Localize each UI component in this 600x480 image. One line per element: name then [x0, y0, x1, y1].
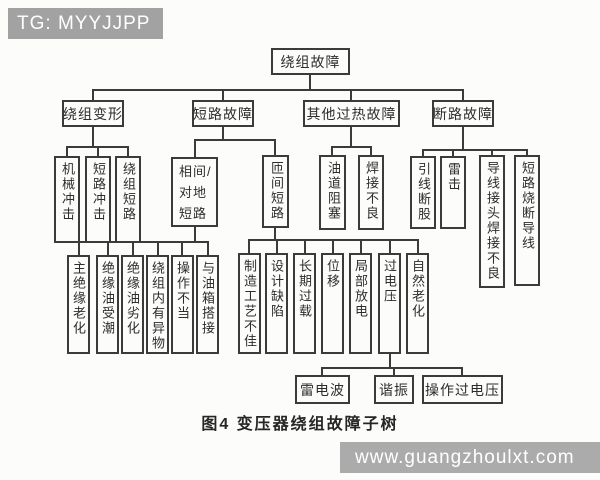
connector-line [66, 146, 68, 156]
connector-line [127, 146, 129, 156]
figure-caption: 图4 变压器绕组故障子树 [201, 416, 399, 433]
connector-line [389, 239, 391, 254]
connector-line [422, 149, 424, 157]
connector-line [207, 241, 209, 256]
connector-line [222, 126, 224, 141]
connector-line [491, 149, 493, 156]
node-main-insulation-aging: 主绝缘老化 [67, 255, 90, 354]
node-lead-strand-break: 引线断股 [410, 156, 436, 229]
node-poor-welding: 焊接不良 [358, 155, 384, 230]
watermark-bottom-right: www.guangzhoulxt.com [340, 442, 600, 473]
node-other-overheat-fault: 其他过热故障 [303, 100, 400, 127]
connector-line [462, 126, 464, 151]
node-winding-short-circuit: 绕组短路 [115, 156, 141, 243]
connector-line [274, 227, 276, 241]
connector-line [350, 126, 352, 148]
connector-line [393, 367, 395, 376]
connector-line [332, 239, 334, 254]
connector-line [370, 146, 372, 156]
connector-line [422, 149, 528, 151]
connector-line [461, 367, 463, 376]
node-lightning-wave: 雷电波 [295, 375, 350, 404]
node-insulating-oil-deterioration: 绝缘油劣化 [121, 255, 144, 354]
connector-line [181, 241, 183, 256]
connector-line [321, 367, 323, 376]
node-short-circuit-shock: 短路冲击 [85, 156, 111, 243]
connector-line [132, 241, 134, 256]
connector-line [452, 149, 454, 157]
connector-line [350, 89, 352, 101]
node-lightning-strike: 雷击 [440, 156, 466, 229]
connector-line [97, 146, 99, 156]
connector-line [276, 239, 278, 254]
watermark-top-left: TG: MYYJJPP [8, 8, 163, 39]
node-long-term-overload: 长期过载 [293, 253, 316, 354]
connector-line [274, 139, 276, 155]
connector-line [526, 149, 528, 156]
node-oil-tank-contact: 与油箱搭接 [196, 255, 219, 354]
node-phase-to-ground-short: 相间/ 对地 短路 [171, 157, 218, 227]
connector-line [157, 241, 159, 256]
node-insulating-oil-damp: 绝缘油受潮 [96, 255, 119, 354]
node-switching-overvoltage: 操作过电压 [422, 375, 503, 404]
node-short-circuit-burn-wire: 短路烧断导线 [514, 155, 540, 286]
node-open-circuit-fault: 断路故障 [432, 100, 494, 127]
node-partial-discharge: 局部放电 [349, 253, 372, 354]
node-displacement: 位移 [321, 253, 344, 354]
connector-line [321, 367, 463, 369]
connector-line [222, 89, 224, 101]
node-winding-deformation: 绕组变形 [62, 100, 124, 127]
node-poor-manufacturing: 制造工艺不佳 [238, 253, 261, 354]
node-design-defect: 设计缺陷 [265, 253, 288, 354]
node-oil-duct-blockage: 油道阻塞 [319, 155, 346, 230]
connector-line [304, 239, 306, 254]
connector-line [78, 241, 209, 243]
node-mechanical-shock: 机械冲击 [54, 156, 80, 243]
node-wire-joint-poor-welding: 导线接头焊接不良 [479, 155, 505, 288]
connector-line [194, 139, 276, 141]
connector-line [107, 241, 109, 256]
connector-line [331, 146, 333, 156]
connector-line [462, 89, 464, 101]
connector-line [92, 126, 94, 148]
node-resonance: 谐振 [374, 375, 414, 404]
node-overvoltage: 过电压 [378, 253, 401, 354]
node-winding-fault-root: 绕组故障 [271, 48, 350, 75]
connector-line [194, 139, 196, 157]
node-short-circuit-fault: 短路故障 [192, 100, 254, 127]
connector-line [309, 75, 311, 91]
connector-line [194, 226, 196, 243]
connector-line [92, 89, 94, 101]
connector-line [389, 353, 391, 369]
node-turn-to-turn-short: 匝间短路 [262, 155, 289, 228]
connector-line [248, 239, 250, 254]
connector-line [92, 89, 464, 91]
connector-line [360, 239, 362, 254]
node-foreign-matter-in-winding: 绕组内有异物 [146, 255, 169, 354]
connector-line [417, 239, 419, 254]
node-natural-aging: 自然老化 [406, 253, 429, 354]
connector-line [331, 146, 372, 148]
node-improper-operation: 操作不当 [171, 255, 194, 354]
connector-line [78, 241, 80, 256]
